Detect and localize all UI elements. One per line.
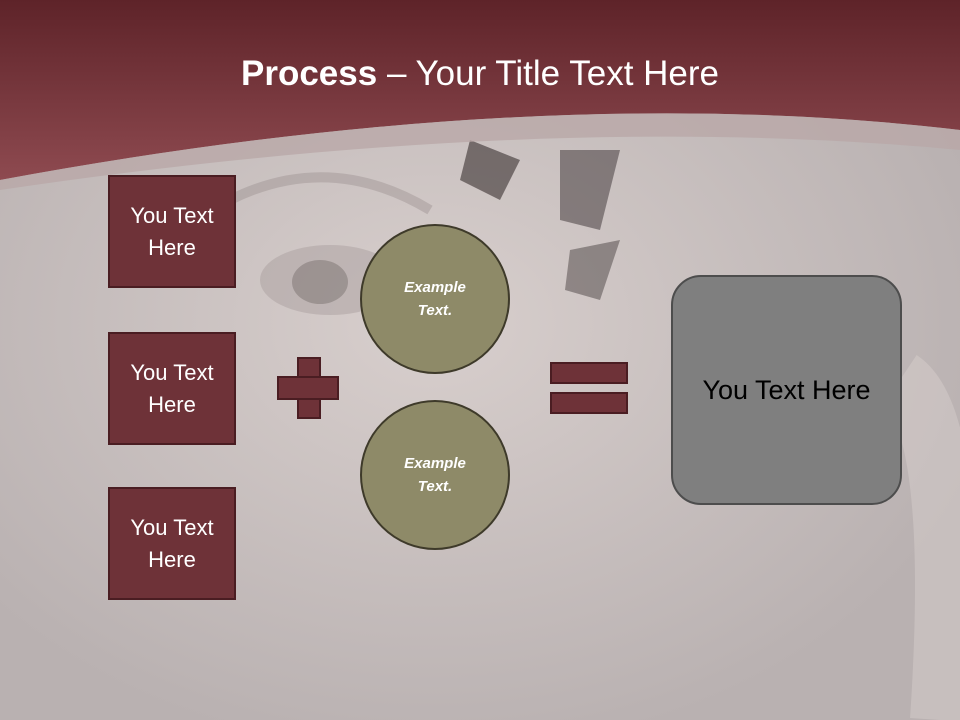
circle-2: Example Text.	[360, 400, 510, 550]
left-box-2: You Text Here	[108, 332, 236, 445]
slide-title: Process – Your Title Text Here	[0, 52, 960, 96]
left-box-3: You Text Here	[108, 487, 236, 600]
title-rest: – Your Title Text Here	[377, 54, 719, 93]
title-bold: Process	[241, 54, 378, 93]
circle-1: Example Text.	[360, 224, 510, 374]
header-swoosh	[0, 113, 960, 190]
header-band	[0, 0, 960, 180]
result-box: You Text Here	[671, 275, 902, 505]
left-box-1: You Text Here	[108, 175, 236, 288]
